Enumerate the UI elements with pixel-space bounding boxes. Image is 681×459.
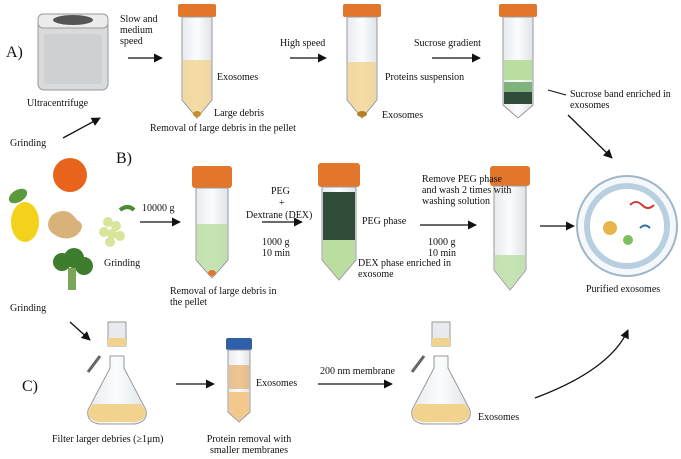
step-a1-label: Slow and medium speed <box>120 14 158 47</box>
section-b-label: B) <box>116 150 132 167</box>
purified-exosomes-label: Purified exosomes <box>586 284 661 295</box>
step-a3-label: Sucrose gradient <box>414 38 481 49</box>
grinding-label-mid: Grinding <box>104 258 141 269</box>
tube-c1-label: Exosomes <box>256 378 298 389</box>
reagent-plus: + <box>279 198 285 209</box>
tube-a1-caption: Removal of large debris in the pellet <box>150 123 296 134</box>
grinding-label-bottom: Grinding <box>10 303 47 314</box>
arrow-c-down <box>69 321 91 341</box>
reagent-peg: PEG <box>271 186 290 197</box>
filter-flask-2 <box>410 321 471 425</box>
tube-a1 <box>178 4 216 119</box>
step-b3-speed: 1000 g <box>428 237 456 248</box>
tube-c1 <box>226 338 252 423</box>
sucrose-band-label: Sucrose band enriched in exosomes <box>570 89 671 111</box>
step-a2-label: High speed <box>280 38 326 49</box>
step-b2-time: 10 min <box>262 248 291 259</box>
peg-phase-label: PEG phase <box>362 216 407 227</box>
arrow-grinding-up <box>62 117 101 139</box>
tube-b1 <box>192 166 232 279</box>
remove-peg-step-label: Remove PEG phase and wash 2 times with w… <box>422 174 512 207</box>
arrow-band-to-purified <box>567 114 613 159</box>
filter-flask-1 <box>86 321 147 425</box>
membrane-label: 200 nm membrane <box>320 366 395 377</box>
tube-a2-bottom-label: Exosomes <box>382 110 424 121</box>
arrow-c-to-purified <box>534 329 629 399</box>
step-b2-speed: 1000 g <box>262 237 290 248</box>
filter-caption: Filter larger debries (≥1μm) <box>52 434 164 445</box>
section-c-label: C) <box>22 378 38 395</box>
step-b3-time: 10 min <box>428 248 457 259</box>
flask-c2-label: Exosomes <box>478 412 520 423</box>
tube-b2 <box>318 163 360 281</box>
grinding-label-top: Grinding <box>10 138 47 149</box>
dex-phase-label: DEX phase enriched in exosome <box>358 258 452 280</box>
tube-a2-top-label: Proteins suspension <box>385 72 465 83</box>
tube-a3 <box>499 4 537 119</box>
ultracentrifuge-illustration <box>37 13 109 91</box>
reagent-dex: Dextrane (DEX) <box>246 210 313 221</box>
purified-exosomes-illustration <box>576 175 678 277</box>
produce-illustration <box>8 158 136 290</box>
ultracentrifuge-label: Ultracentrifuge <box>27 98 89 109</box>
tube-a1-bottom-label: Large debris <box>214 108 265 119</box>
tube-a1-top-label: Exosomes <box>217 72 259 83</box>
tube-b1-caption: Removal of large debris in the pellet <box>170 286 277 308</box>
section-a-label: A) <box>6 44 23 61</box>
tube-a2 <box>343 4 381 119</box>
tube-b3 <box>490 166 530 291</box>
step-b1-speed: 10000 g <box>142 203 175 214</box>
arrow-band-pointer <box>547 89 567 96</box>
tube-c1-caption: Protein removal with smaller membranes <box>206 434 292 456</box>
